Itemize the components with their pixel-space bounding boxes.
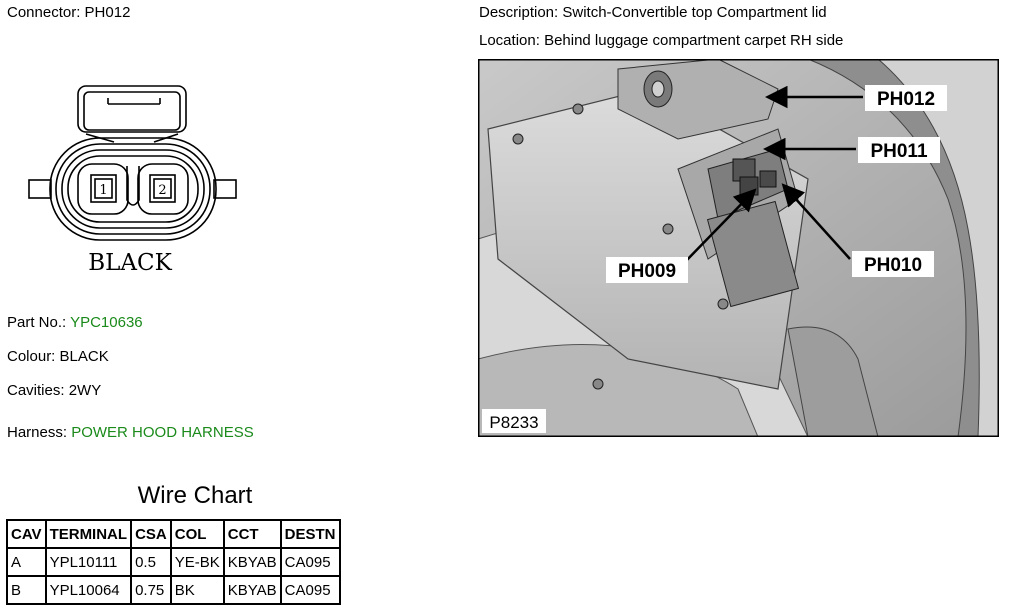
description-value: Switch-Convertible top Compartment lid — [562, 4, 827, 21]
latch-inner — [83, 91, 181, 131]
cell-destn: CA095 — [279, 547, 341, 577]
cell-col: BK — [169, 575, 225, 605]
cavities-label: Cavities: — [7, 382, 65, 399]
cell-csa: 0.5 — [130, 547, 172, 577]
cell-cav: A — [6, 547, 47, 577]
cavity-2-number: 2 — [158, 183, 166, 198]
table-row: A YPL10111 0.5 YE-BK KBYAB CA095 — [6, 547, 341, 577]
wire-chart-title: Wire Chart — [137, 482, 253, 509]
table-row: B YPL10064 0.75 BK KBYAB CA095 — [6, 575, 341, 605]
cell-destn: CA095 — [279, 575, 341, 605]
harness-label: Harness: — [7, 424, 68, 441]
description-line: Description: Switch-Convertible top Comp… — [479, 4, 827, 21]
connector-face-diagram: 1 2 BLACK — [28, 85, 237, 276]
cavities-value: 2WY — [68, 382, 102, 399]
harness-line: Harness: POWER HOOD HARNESS — [7, 424, 254, 441]
part-number-label: Part No.: — [7, 314, 67, 331]
cell-terminal: YPL10064 — [44, 575, 133, 605]
description-label: Description: — [479, 4, 559, 21]
cavity-1-housing — [77, 163, 129, 215]
location-line: Location: Behind luggage compartment car… — [479, 32, 843, 49]
part-number-line: Part No.: YPC10636 — [7, 314, 143, 331]
callout-ph011: PH011 — [870, 141, 927, 162]
cell-csa: 0.75 — [130, 575, 172, 605]
callout-ph010: PH010 — [864, 255, 922, 276]
side-tab-left — [28, 179, 52, 199]
cavity-2 — [149, 174, 176, 203]
wire-chart-header-row: CAV TERMINAL CSA COL CCT DESTN — [6, 519, 341, 549]
cell-cct: KBYAB — [222, 575, 282, 605]
location-value: Behind luggage compartment carpet RH sid… — [544, 32, 844, 49]
header-terminal: TERMINAL — [44, 519, 133, 549]
cavity-1 — [90, 174, 117, 203]
header-destn: DESTN — [279, 519, 341, 549]
callout-ph012: PH012 — [877, 89, 935, 110]
cavity-1-number: 1 — [99, 183, 107, 198]
header-csa: CSA — [130, 519, 172, 549]
location-illustration: PH012 PH011 PH009 PH010 P8233 — [478, 59, 999, 437]
cavities-line: Cavities: 2WY — [7, 382, 101, 399]
harness-value[interactable]: POWER HOOD HARNESS — [71, 424, 254, 441]
colour-label: Colour: — [7, 348, 56, 365]
colour-value: BLACK — [59, 348, 109, 365]
colour-line: Colour: BLACK — [7, 348, 109, 365]
cell-col: YE-BK — [169, 547, 225, 577]
header-cct: CCT — [222, 519, 282, 549]
cavity-2-housing — [137, 163, 189, 215]
connector-label: Connector: — [7, 4, 81, 21]
header-cav: CAV — [6, 519, 47, 549]
connector-title: Connector: PH012 — [7, 4, 130, 21]
part-number-value[interactable]: YPC10636 — [70, 314, 143, 331]
photo-reference: P8233 — [489, 413, 538, 432]
connector-colour-label: BLACK — [88, 250, 172, 276]
side-tab-right — [213, 179, 237, 199]
location-label: Location: — [479, 32, 540, 49]
connector-id: PH012 — [84, 4, 131, 21]
wire-chart-table: CAV TERMINAL CSA COL CCT DESTN A YPL1011… — [6, 519, 341, 605]
connector-body-outer — [49, 137, 217, 241]
cell-terminal: YPL10111 — [44, 547, 133, 577]
callout-ph009: PH009 — [618, 261, 676, 282]
header-col: COL — [169, 519, 225, 549]
cell-cav: B — [6, 575, 47, 605]
latch-outer — [77, 85, 187, 133]
cell-cct: KBYAB — [222, 547, 282, 577]
